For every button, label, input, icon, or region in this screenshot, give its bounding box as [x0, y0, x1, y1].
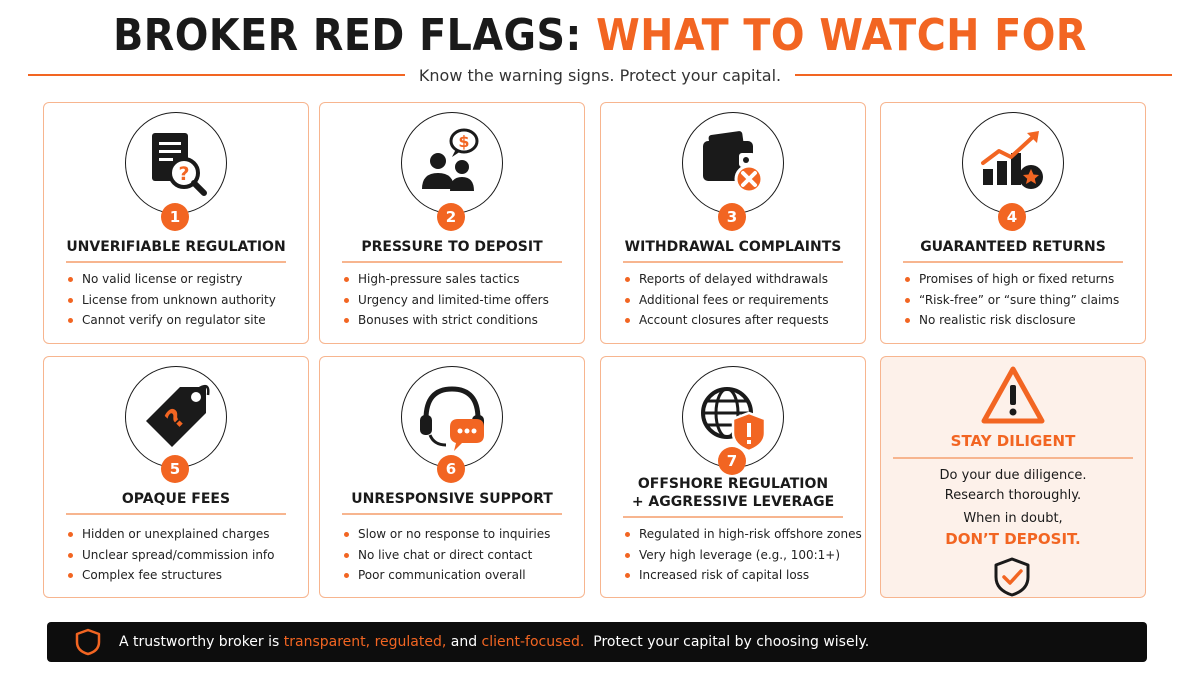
diligent-emphasis: DON’T DEPOSIT.: [945, 530, 1081, 548]
diligent-line-3: When in doubt,: [963, 511, 1063, 526]
card-title: OPAQUE FEES: [121, 491, 231, 507]
footer-highlight-regulated: regulated,: [374, 634, 447, 650]
svg-text:?: ?: [178, 163, 189, 185]
list-item: License from unknown authority: [66, 290, 302, 311]
rising-chart-star-icon: [981, 131, 1043, 189]
list-item: Promises of high or fixed returns: [903, 269, 1139, 290]
warning-triangle-icon: [981, 366, 1045, 424]
list-item: No realistic risk disclosure: [903, 310, 1139, 331]
bullet-list: Promises of high or fixed returns “Risk-…: [903, 269, 1139, 331]
card-offshore-regulation: 7 OFFSHORE REGULATION + AGGRESSIVE LEVER…: [600, 356, 866, 598]
card-number: 5: [161, 455, 189, 483]
subtitle-row: Know the warning signs. Protect your cap…: [28, 62, 1172, 88]
card-title-line1: OFFSHORE REGULATION: [637, 476, 829, 492]
diligent-title: STAY DILIGENT: [950, 432, 1076, 450]
footer-text-3: Protect your capital by choosing wisely.: [593, 634, 870, 650]
list-item: Urgency and limited-time offers: [342, 290, 578, 311]
list-item: Complex fee structures: [66, 565, 302, 586]
wallet-blocked-icon: [703, 131, 764, 194]
footer-highlight-client-focused: client-focused.: [481, 634, 585, 650]
diligent-line-1: Do your due diligence.: [939, 468, 1087, 483]
card-title: UNRESPONSIVE SUPPORT: [351, 491, 553, 507]
card-number: 1: [161, 203, 189, 231]
card-divider: [893, 457, 1133, 459]
card-title: UNVERIFIABLE REGULATION: [66, 239, 286, 255]
headset-chat-icon: [420, 386, 484, 451]
card-title: GUARANTEED RETURNS: [920, 239, 1106, 255]
document-magnifier-icon: ?: [152, 133, 207, 196]
card-title: PRESSURE TO DEPOSIT: [361, 239, 543, 255]
list-item: High-pressure sales tactics: [342, 269, 578, 290]
diligent-line-2: Research thoroughly.: [944, 488, 1082, 503]
list-item: Account closures after requests: [623, 310, 859, 331]
bullet-list: Reports of delayed withdrawals Additiona…: [623, 269, 859, 331]
list-item: Hidden or unexplained charges: [66, 524, 302, 545]
salespeople-dollar-icon: $: [422, 128, 479, 191]
card-divider: [342, 261, 562, 263]
list-item: “Risk-free” or “sure thing” claims: [903, 290, 1139, 311]
card-unverifiable-regulation: ? 1 UNVERIFIABLE REGULATION No valid lic…: [43, 102, 309, 344]
card-number: 7: [718, 447, 746, 475]
card-pressure-to-deposit: $ 2 PRESSURE TO DEPOSIT High-pressure sa…: [319, 102, 585, 344]
list-item: Cannot verify on regulator site: [66, 310, 302, 331]
list-item: No live chat or direct contact: [342, 545, 578, 566]
card-guaranteed-returns: 4 GUARANTEED RETURNS Promises of high or…: [880, 102, 1146, 344]
footer-highlight-transparent: transparent,: [283, 634, 371, 650]
card-stay-diligent: STAY DILIGENT Do your due diligence. Res…: [880, 356, 1146, 598]
card-divider: [66, 261, 286, 263]
list-item: Bonuses with strict conditions: [342, 310, 578, 331]
card-divider: [66, 513, 286, 515]
bullet-list: High-pressure sales tactics Urgency and …: [342, 269, 578, 331]
shield-check-icon: [994, 557, 1030, 597]
list-item: Regulated in high-risk offshore zones: [623, 524, 862, 545]
card-number: 6: [437, 455, 465, 483]
card-number: 4: [998, 203, 1026, 231]
list-item: Poor communication overall: [342, 565, 578, 586]
icon-circle: ?: [125, 112, 227, 214]
list-item: Slow or no response to inquiries: [342, 524, 578, 545]
icon-circle: [962, 112, 1064, 214]
list-item: Unclear spread/commission info: [66, 545, 302, 566]
globe-shield-icon: [701, 387, 767, 453]
card-divider: [342, 513, 562, 515]
shield-outline-icon: [75, 628, 101, 656]
subtitle-rule-right: [795, 74, 1172, 76]
bullet-list: Hidden or unexplained charges Unclear sp…: [66, 524, 302, 586]
icon-circle: [682, 112, 784, 214]
card-divider: [623, 261, 843, 263]
icon-circle: $: [401, 112, 503, 214]
card-divider: [623, 516, 843, 518]
list-item: No valid license or registry: [66, 269, 302, 290]
title-accent: WHAT TO WATCH FOR: [596, 10, 1087, 61]
subtitle: Know the warning signs. Protect your cap…: [418, 65, 782, 85]
bullet-list: No valid license or registry License fro…: [66, 269, 302, 331]
icon-circle: ?: [125, 366, 227, 468]
card-unresponsive-support: 6 UNRESPONSIVE SUPPORT Slow or no respon…: [319, 356, 585, 598]
title-main: BROKER RED FLAGS:: [113, 10, 582, 61]
card-title-line2: + AGGRESSIVE LEVERAGE: [631, 494, 835, 510]
page-title: BROKER RED FLAGS: WHAT TO WATCH FOR: [0, 8, 1200, 64]
bullet-list: Regulated in high-risk offshore zones Ve…: [623, 524, 862, 586]
bullet-list: Slow or no response to inquiries No live…: [342, 524, 578, 586]
footer-text-1: A trustworthy broker is: [119, 634, 280, 650]
list-item: Increased risk of capital loss: [623, 565, 859, 586]
card-opaque-fees: ? 5 OPAQUE FEES Hidden or unexplained ch…: [43, 356, 309, 598]
list-item: Additional fees or requirements: [623, 290, 859, 311]
list-item: Very high leverage (e.g., 100:1+): [623, 545, 859, 566]
svg-text:$: $: [458, 132, 469, 151]
card-title: WITHDRAWAL COMPLAINTS: [624, 239, 842, 255]
footer-banner: A trustworthy broker is transparent, reg…: [47, 622, 1147, 662]
card-divider: [903, 261, 1123, 263]
price-tag-question-icon: ?: [146, 384, 210, 447]
icon-circle: [401, 366, 503, 468]
list-item: Reports of delayed withdrawals: [623, 269, 859, 290]
footer-text-2: and: [450, 634, 478, 650]
card-number: 3: [718, 203, 746, 231]
card-number: 2: [437, 203, 465, 231]
subtitle-rule-left: [28, 74, 405, 76]
card-withdrawal-complaints: 3 WITHDRAWAL COMPLAINTS Reports of delay…: [600, 102, 866, 344]
